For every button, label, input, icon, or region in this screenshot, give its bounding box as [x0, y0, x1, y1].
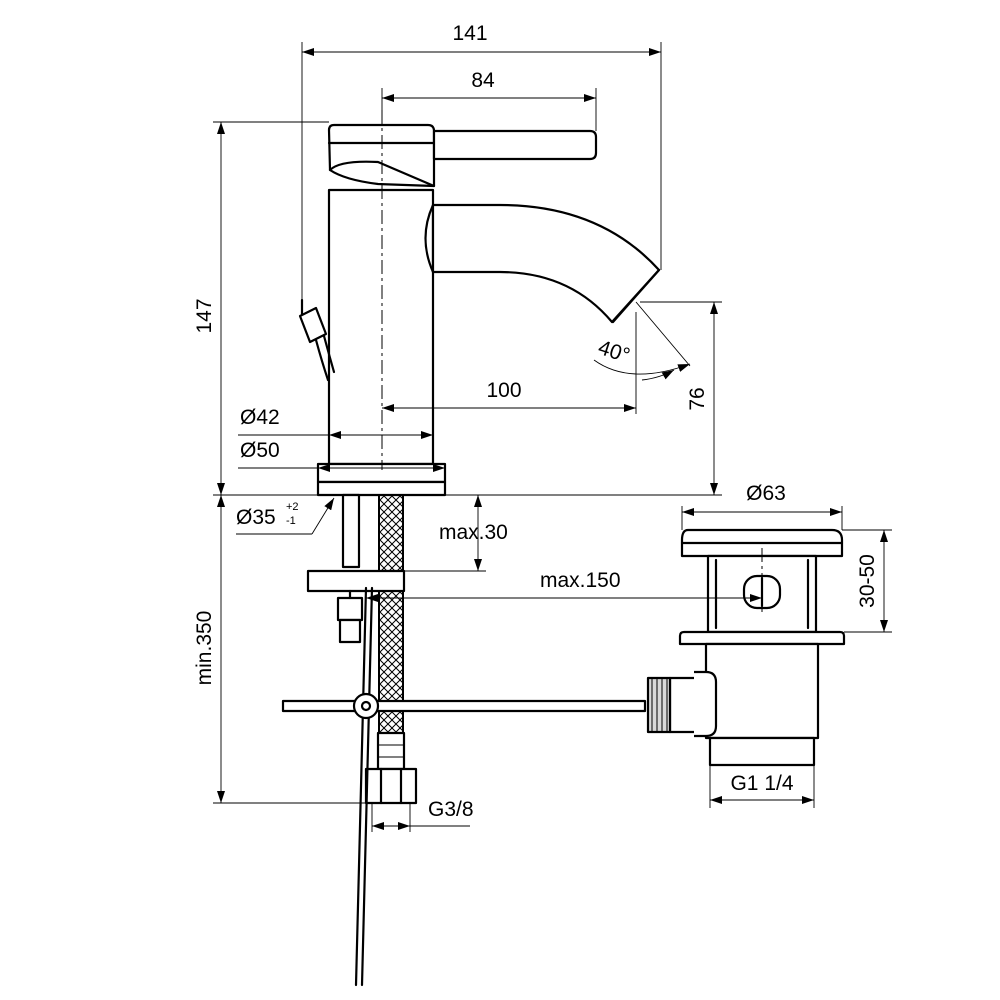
label-spout-projection: 100: [486, 379, 521, 402]
dimension-labels: 141 84 147 100 76 40° Ø42 Ø50 Ø35 +2 -1 …: [193, 22, 879, 821]
label-overall-width: 141: [452, 22, 487, 45]
label-waste-diameter: Ø63: [746, 482, 786, 505]
label-base-diameter: Ø50: [240, 439, 280, 462]
label-body-diameter: Ø42: [240, 406, 280, 429]
spout: [424, 203, 661, 324]
below-deck-fittings: [281, 493, 647, 987]
dimension-lines: [213, 42, 892, 832]
label-spout-angle: 40°: [595, 336, 632, 368]
popup-waste: [646, 528, 846, 767]
label-min-hose: min.350: [193, 611, 216, 686]
label-lever-length: 84: [471, 69, 495, 92]
label-total-height: 147: [193, 298, 216, 333]
label-waste-thread: G1 1/4: [730, 772, 793, 795]
label-max-deck: max.30: [439, 521, 508, 544]
mixer-body: [298, 123, 598, 497]
label-hole-diameter: Ø35: [236, 506, 276, 529]
label-spout-height: 76: [686, 387, 709, 410]
label-hose-connection: G3/8: [428, 798, 474, 821]
label-waste-thickness: 30-50: [856, 554, 879, 608]
label-hole-tol-plus: +2: [286, 501, 299, 513]
label-hole-tol-minus: -1: [286, 515, 296, 527]
label-max-rod: max.150: [540, 569, 621, 592]
